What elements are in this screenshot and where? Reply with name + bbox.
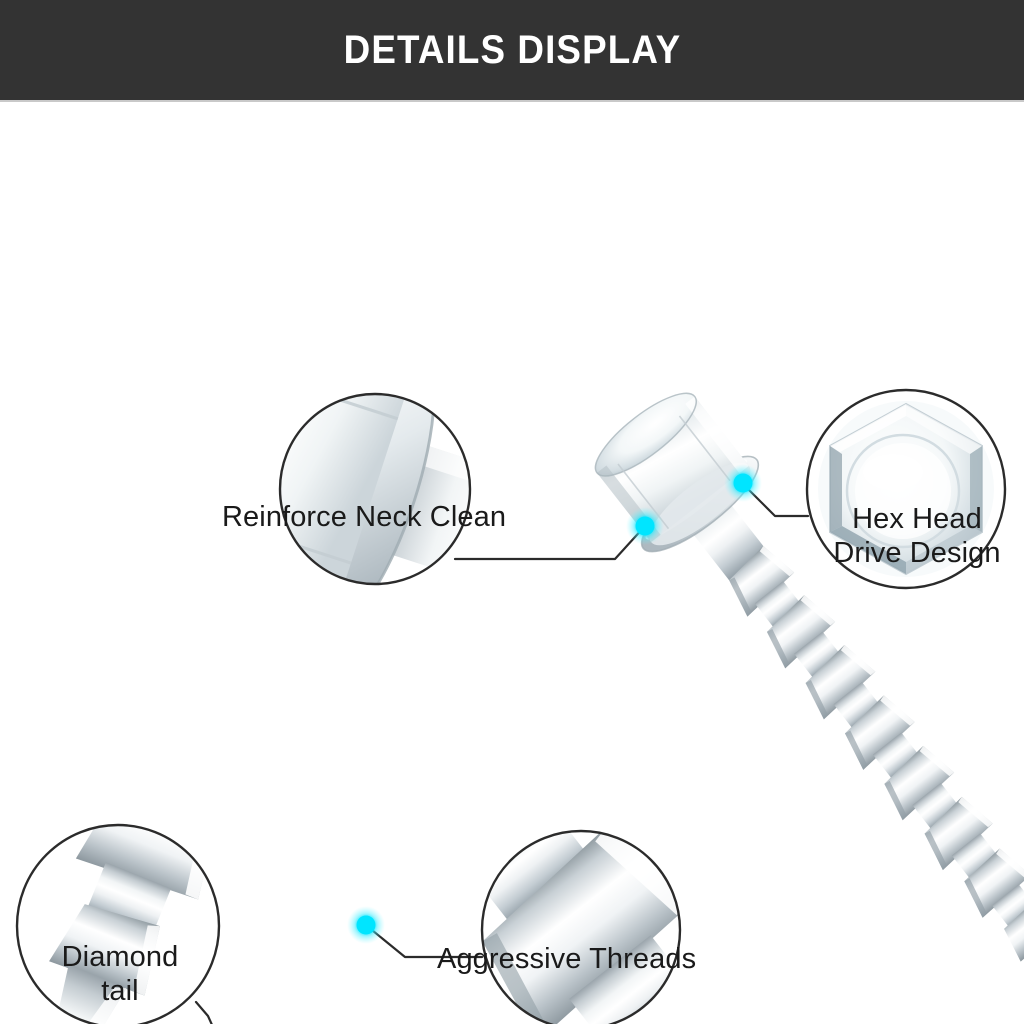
marker-reinforce-neck-clean [626, 507, 664, 545]
leader-line-diamond-tail [194, 1000, 213, 1024]
callout-label-aggressive-threads: Aggressive Threads [437, 943, 697, 975]
callout-circle-aggressive-threads [480, 829, 682, 1024]
callout-circle-diamond-tail [15, 823, 221, 1024]
callout-label-reinforce-neck-clean: Reinforce Neck Clean [222, 501, 507, 533]
header-banner: DETAILS DISPLAY [0, 0, 1024, 100]
screw-threaded-shank [681, 489, 1024, 962]
product-photo-area: Reinforce Neck Clean Hex Head Drive Desi… [0, 102, 1024, 1024]
product-illustration [15, 388, 1024, 1024]
screw-main-body [594, 392, 1024, 962]
highlight-markers [347, 464, 762, 944]
callout-label-hex-head-drive-design: Hex Head Drive Design [833, 503, 1001, 570]
thread-ridges [729, 545, 1024, 962]
callout-circle-reinforce-neck-clean [278, 392, 472, 586]
marker-aggressive-threads [347, 906, 385, 944]
callout-circle-hex-head-drive-design [805, 388, 1007, 590]
callout-label-diamond-tail: Diamond tail [61, 941, 179, 1008]
marker-hex-head-drive-design [724, 464, 762, 502]
page-title: DETAILS DISPLAY [343, 27, 681, 72]
header-divider [0, 100, 1024, 102]
